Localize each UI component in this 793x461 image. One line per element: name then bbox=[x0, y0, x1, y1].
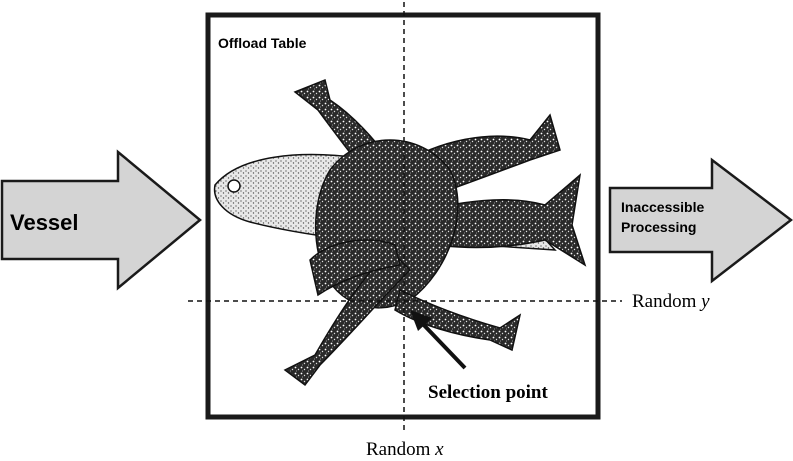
vessel-label: Vessel bbox=[10, 210, 79, 235]
processing-label-line2: Processing bbox=[621, 219, 696, 235]
selection-pointer-arrow bbox=[410, 310, 467, 370]
fish-pile bbox=[213, 78, 587, 387]
offload-table-title: Offload Table bbox=[218, 35, 307, 51]
random-x-label: Random x bbox=[366, 439, 444, 460]
selection-point-label: Selection point bbox=[428, 382, 548, 403]
processing-label-line1: Inaccessible bbox=[621, 199, 704, 215]
vessel-arrow bbox=[0, 149, 202, 291]
random-y-label: Random y bbox=[632, 291, 710, 312]
processing-arrow bbox=[608, 157, 793, 284]
